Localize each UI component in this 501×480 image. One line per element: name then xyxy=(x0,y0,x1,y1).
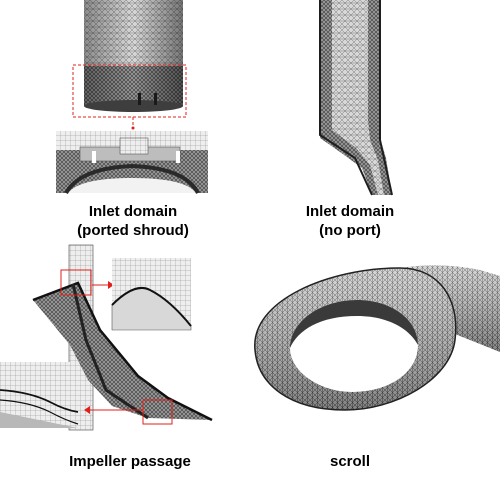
caption-impeller: Impeller passage xyxy=(50,452,210,471)
caption-inlet-noport-line1: Inlet domain xyxy=(305,203,395,220)
zoom-box-tip xyxy=(142,399,173,425)
caption-inlet-ported-line1: Inlet domain xyxy=(88,203,178,220)
inlet-noport-panel xyxy=(319,0,393,196)
impeller-panel xyxy=(0,244,213,431)
shroud-gap-detail xyxy=(111,258,192,331)
zoom-box-shroud xyxy=(60,269,92,296)
inlet-ported-panel xyxy=(56,0,208,195)
caption-inlet-ported-line2: (ported shroud) xyxy=(77,222,189,239)
caption-scroll-line1: scroll xyxy=(329,453,371,470)
inlet-cylinder xyxy=(84,0,183,112)
scroll-panel xyxy=(254,265,500,411)
caption-inlet-noport-line2: (no port) xyxy=(319,222,381,239)
caption-impeller-line1: Impeller passage xyxy=(69,453,191,470)
caption-inlet-ported: Inlet domain (ported shroud) xyxy=(48,202,218,240)
inlet-cutaway-detail xyxy=(56,131,208,195)
blade-tip-detail xyxy=(0,362,79,428)
zoom-box xyxy=(72,64,187,118)
caption-scroll: scroll xyxy=(300,452,400,471)
caption-inlet-noport: Inlet domain (no port) xyxy=(270,202,430,240)
